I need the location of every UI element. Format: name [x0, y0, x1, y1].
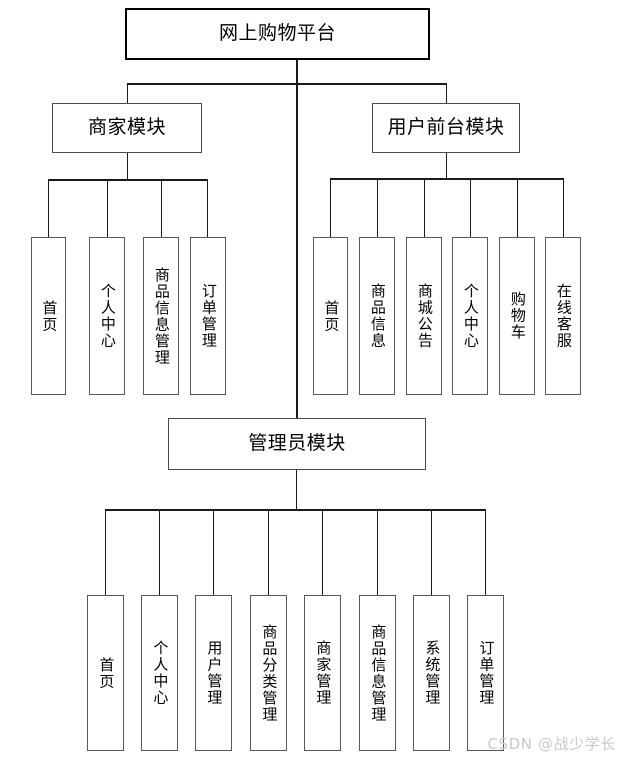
connector-merchant-child-0: [48, 179, 50, 237]
node-user-front-label: 用户前台模块: [387, 116, 505, 139]
node-merchant-child-0-label: 首页: [40, 299, 59, 333]
connector-user-front-child-2: [424, 178, 426, 237]
connector-user-front-child-0: [330, 178, 332, 237]
connector-admin-child-7: [485, 509, 487, 595]
node-admin-module[interactable]: 管理员模块: [168, 418, 426, 470]
node-merchant-module[interactable]: 商家模块: [52, 103, 202, 153]
connector-admin-child-6: [431, 509, 433, 595]
node-merchant-label: 商家模块: [87, 116, 166, 139]
connector-admin-child-3: [268, 509, 270, 595]
node-admin-child-2-label: 用户管理: [205, 640, 224, 706]
connector-admin-child-5: [377, 509, 379, 595]
node-user-front-child-2[interactable]: 商城公告: [406, 237, 442, 395]
connector-user-front-child-3: [470, 178, 472, 237]
node-user-front-module[interactable]: 用户前台模块: [372, 103, 520, 153]
node-merchant-child-1[interactable]: 个人中心: [89, 237, 125, 395]
node-user-front-child-2-label: 商城公告: [415, 283, 434, 349]
connector-admin-child-2: [213, 509, 215, 595]
node-admin-child-1[interactable]: 个人中心: [141, 595, 178, 751]
node-user-front-child-3[interactable]: 个人中心: [452, 237, 488, 395]
node-root-label: 网上购物平台: [218, 22, 336, 45]
connector-merchant-bar: [48, 179, 208, 181]
connector-root-stem: [296, 60, 298, 418]
node-admin-child-0-label: 首页: [97, 656, 116, 690]
connector-user-front-bar: [330, 178, 564, 180]
node-user-front-child-4[interactable]: 购物车: [499, 237, 535, 395]
connector-merchant-child-2: [161, 179, 163, 237]
node-user-front-child-1-label: 商品信息: [368, 283, 387, 349]
node-admin-child-6-label: 系统管理: [423, 640, 442, 706]
connector-to-user-front: [446, 83, 448, 105]
node-admin-child-6[interactable]: 系统管理: [413, 595, 450, 751]
node-admin-child-3-label: 商品分类管理: [260, 623, 279, 723]
node-merchant-child-0[interactable]: 首页: [31, 237, 66, 395]
node-user-front-child-0-label: 首页: [322, 299, 341, 333]
node-root-platform[interactable]: 网上购物平台: [125, 8, 430, 60]
node-user-front-child-5-label: 在线客服: [554, 283, 573, 349]
connector-user-front-child-1: [377, 178, 379, 237]
connector-admin-bar: [105, 509, 486, 511]
node-merchant-child-2[interactable]: 商品信息管理: [143, 237, 179, 395]
node-merchant-child-3[interactable]: 订单管理: [190, 237, 226, 395]
node-merchant-child-3-label: 订单管理: [199, 283, 218, 349]
connector-admin-stem: [296, 470, 298, 510]
connector-admin-child-4: [322, 509, 324, 595]
connector-level2-bar: [127, 83, 447, 85]
node-admin-child-7-label: 订单管理: [477, 640, 496, 706]
node-admin-child-0[interactable]: 首页: [87, 595, 124, 751]
node-user-front-child-1[interactable]: 商品信息: [359, 237, 395, 395]
connector-admin-child-1: [159, 509, 161, 595]
node-admin-child-2[interactable]: 用户管理: [195, 595, 232, 751]
node-admin-child-3[interactable]: 商品分类管理: [250, 595, 287, 751]
connector-merchant-child-1: [107, 179, 109, 237]
connector-user-front-stem: [446, 153, 448, 179]
connector-user-front-child-5: [563, 178, 565, 237]
connector-admin-child-0: [105, 509, 107, 595]
node-admin-child-5[interactable]: 商品信息管理: [359, 595, 396, 751]
node-user-front-child-4-label: 购物车: [508, 291, 527, 341]
node-user-front-child-0[interactable]: 首页: [313, 237, 348, 395]
connector-to-merchant: [127, 83, 129, 105]
connector-merchant-child-3: [207, 179, 209, 237]
node-merchant-child-2-label: 商品信息管理: [152, 266, 171, 366]
connector-merchant-stem: [127, 153, 129, 180]
node-admin-child-5-label: 商品信息管理: [369, 623, 388, 723]
node-user-front-child-5[interactable]: 在线客服: [545, 237, 581, 395]
connector-user-front-child-4: [517, 178, 519, 237]
node-user-front-child-3-label: 个人中心: [461, 283, 480, 349]
node-admin-label: 管理员模块: [248, 432, 346, 455]
node-merchant-child-1-label: 个人中心: [98, 283, 117, 349]
node-admin-child-4[interactable]: 商家管理: [304, 595, 341, 751]
node-admin-child-1-label: 个人中心: [151, 640, 170, 706]
node-admin-child-4-label: 商家管理: [314, 640, 333, 706]
node-admin-child-7[interactable]: 订单管理: [467, 595, 504, 751]
csdn-watermark: CSDN @战少学长: [487, 735, 616, 753]
